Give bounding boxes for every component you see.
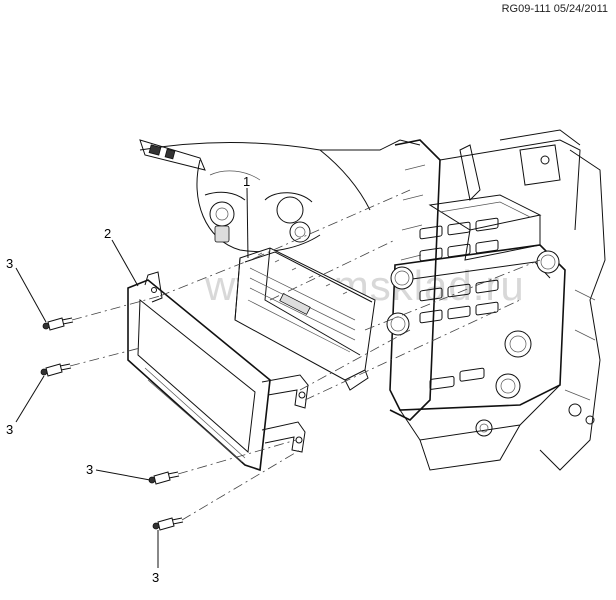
callout-3-left: 3	[6, 422, 14, 437]
screw-3d	[152, 517, 184, 531]
diagram-reference-code: RG09-111 05/24/2011	[501, 3, 608, 15]
leader-lines	[15, 187, 249, 568]
part-2-bezel	[127, 271, 309, 472]
callout-2: 2	[104, 226, 112, 241]
assembly-lines	[69, 189, 541, 521]
callout-3-bottom: 3	[152, 570, 160, 585]
instrument-panel	[139, 129, 606, 471]
screw-3c	[148, 471, 180, 485]
part-1-module	[234, 247, 376, 391]
callout-1: 1	[243, 174, 251, 189]
screw-3a	[42, 317, 74, 331]
callout-3-top: 3	[6, 256, 14, 271]
callout-3-middle: 3	[86, 462, 94, 477]
screw-3b	[40, 363, 72, 377]
hvac-buttons	[419, 217, 499, 390]
